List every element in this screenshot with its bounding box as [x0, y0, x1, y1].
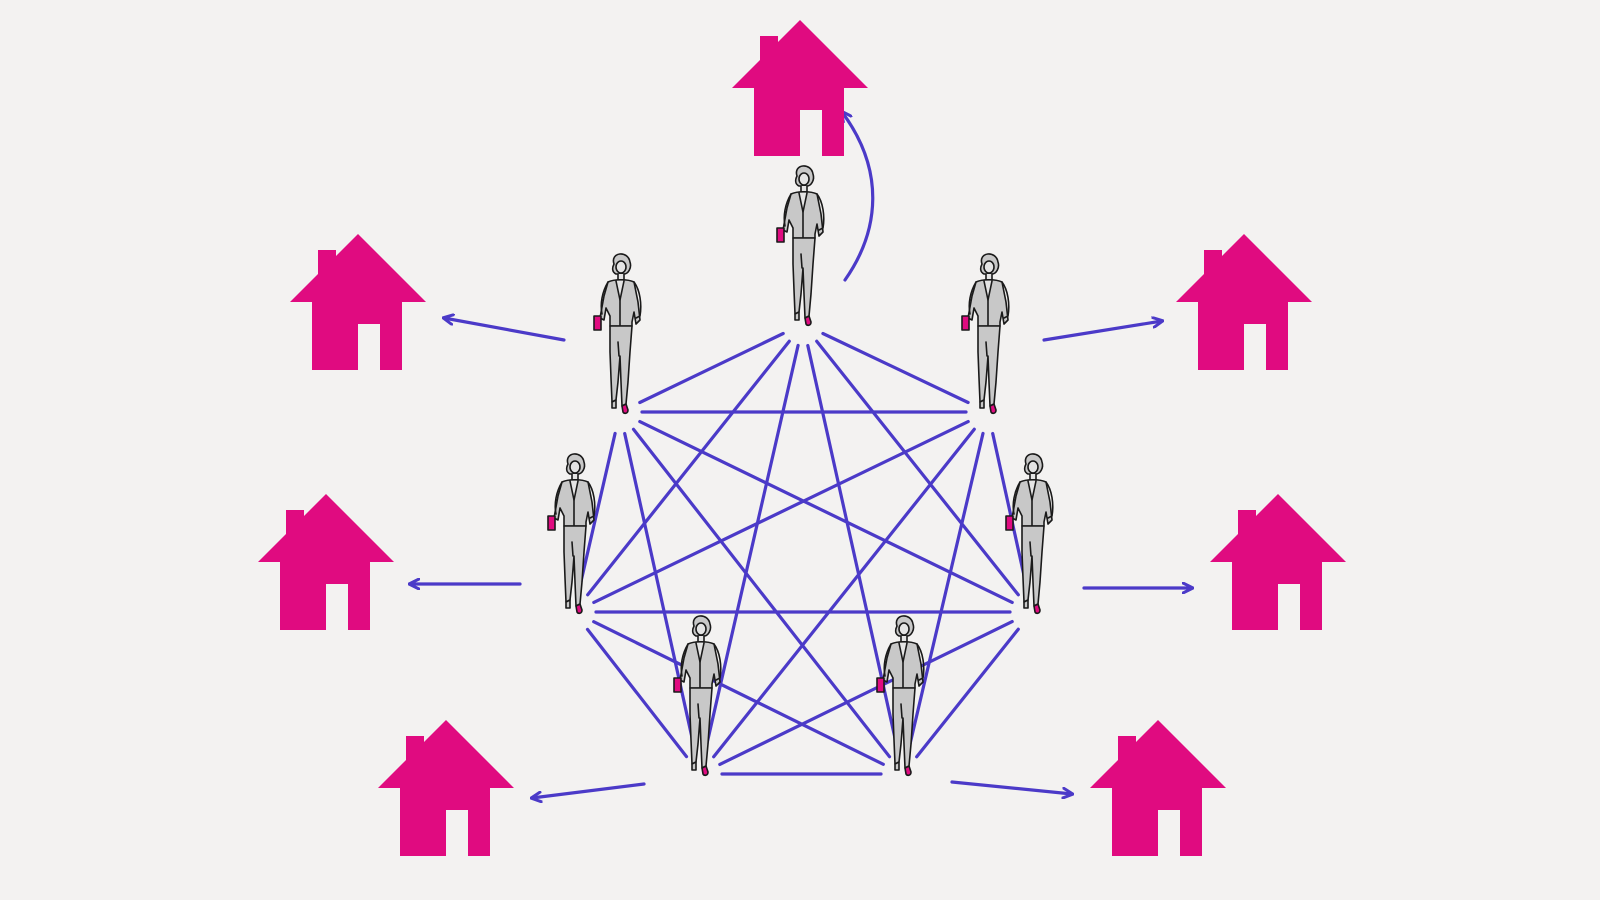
businesswoman-icon — [593, 253, 642, 415]
house-icon — [290, 234, 426, 370]
connection-line-person-top-person-lower-left — [703, 343, 800, 755]
house-icon — [258, 494, 394, 630]
people — [547, 165, 1054, 777]
arrow-to-house-upper-left — [444, 318, 566, 342]
connection-line-person-lower-left-person-upper-left — [623, 431, 697, 755]
businesswoman-icon — [547, 453, 596, 615]
houses — [258, 20, 1346, 856]
arrow-to-house-lower-right — [950, 780, 1072, 794]
arrow-to-house-upper-right — [1042, 321, 1162, 342]
house-icon — [1090, 720, 1226, 856]
house-icon — [732, 20, 868, 156]
connection-line-person-top-person-left — [586, 339, 791, 597]
businesswoman-icon — [961, 253, 1010, 415]
arrow-to-house-top — [842, 112, 875, 282]
house-arrows — [410, 112, 1192, 798]
connection-line-person-top-person-upper-left — [638, 331, 785, 405]
connection-line-person-right-person-lower-left — [718, 619, 1014, 767]
arrow-to-house-lower-left — [532, 782, 646, 798]
connection-lines — [577, 331, 1029, 776]
connection-line-person-lower-right-person-left — [592, 620, 885, 766]
connection-line-person-upper-right-person-lower-right — [906, 431, 985, 755]
connection-line-person-upper-right-person-right — [991, 431, 1029, 593]
connection-line-person-right-person-lower-right — [915, 627, 1020, 759]
house-icon — [1210, 494, 1346, 630]
connection-line-person-right-person-upper-left — [638, 420, 1014, 605]
house-icon — [1176, 234, 1312, 370]
connection-line-person-top-person-right — [815, 339, 1020, 597]
businesswoman-icon — [776, 165, 825, 327]
connection-line-person-upper-right-person-lower-left — [712, 427, 976, 759]
connection-line-person-lower-right-person-upper-left — [631, 427, 892, 759]
connection-line-person-top-person-upper-right — [821, 331, 970, 405]
connection-line-person-lower-left-person-left — [585, 627, 689, 759]
house-icon — [378, 720, 514, 856]
connection-line-person-left-person-upper-left — [577, 431, 617, 593]
